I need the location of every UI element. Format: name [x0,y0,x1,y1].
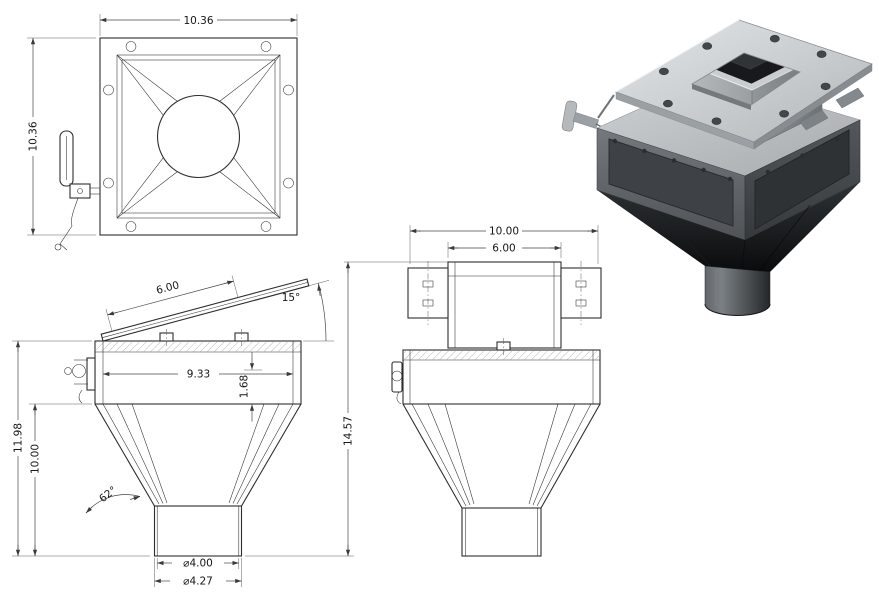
dim-top-height: 10.36 [27,37,96,236]
dim-label: 9.33 [187,369,210,381]
side-view-bolt [496,338,511,355]
iso-band-front-panel [608,138,734,227]
top-view-opening-circle [156,94,241,179]
front-view-clamp [64,357,96,404]
top-view-flange-plate [99,37,298,236]
side-view-outlet [461,507,542,557]
front-view-lid-edge [102,282,308,338]
dim-top-width: 10.36 [99,14,298,36]
dim-label: 14.57 [343,416,355,446]
dim-label: ⌀4.27 [183,576,213,588]
side-view-gasket [404,351,599,360]
iso-outlet-cylinder [704,265,771,316]
dim-label: 10.36 [28,121,40,151]
side-view-cone [402,403,601,509]
top-view-gussets [116,54,281,219]
dim-gasket-depth: 1.68 [239,352,262,422]
side-view-flange-wings [407,261,602,325]
dim-label: 6.00 [155,279,181,297]
dim-label: 11.98 [13,423,25,453]
iso-hinges [799,87,865,131]
dim-outlet-inner: ⌀4.00 [156,558,240,570]
iso-band-right-panel [754,129,850,230]
iso-lid-plate [615,19,873,150]
dim-overall-height: 14.57 [245,261,452,557]
side-view-clamp [391,361,403,405]
iso-band-screws [612,136,840,182]
dim-lid-length: 6.00 [105,275,239,332]
isometric-view [561,19,873,316]
dim-label: 10.00 [30,444,42,474]
front-view: 6.00 15° 9.33 1.68 ⌀4.00 [12,261,452,588]
top-view-clamp [54,130,100,251]
iso-lid-bolt-holes [659,34,831,125]
dim-label: 10.00 [489,226,519,238]
dim-cone-angle: 62° [85,484,141,514]
front-view-outlet [153,505,243,557]
front-view-gasket [96,342,300,352]
iso-cone [597,182,860,277]
dim-label: 1.68 [239,375,251,398]
front-view-bolts [159,329,249,346]
dim-label: 15° [282,292,301,304]
dim-opening-width: 6.00 [447,242,562,258]
top-view-bolt-holes [103,41,294,232]
dim-label: 6.00 [492,243,515,255]
top-view: 10.36 10.36 [27,14,298,251]
dim-lid-angle: 15° [282,280,334,342]
side-view-lid-box [447,261,562,349]
dim-cone-height: 10.00 [29,403,92,556]
dim-inner-width: 9.33 [103,369,293,381]
iso-latch [561,94,615,132]
top-view-inner-square-2 [121,59,276,214]
front-view-cone [94,403,302,507]
dim-label: ⌀4.00 [183,558,213,570]
side-view: 10.00 6.00 [391,225,602,557]
top-view-inner-square [116,54,281,219]
dim-label: 62° [97,484,119,505]
dim-outlet-outer: ⌀4.27 [154,558,242,588]
dim-label: 10.36 [183,15,213,27]
dim-flange-width: 10.00 [409,225,599,264]
